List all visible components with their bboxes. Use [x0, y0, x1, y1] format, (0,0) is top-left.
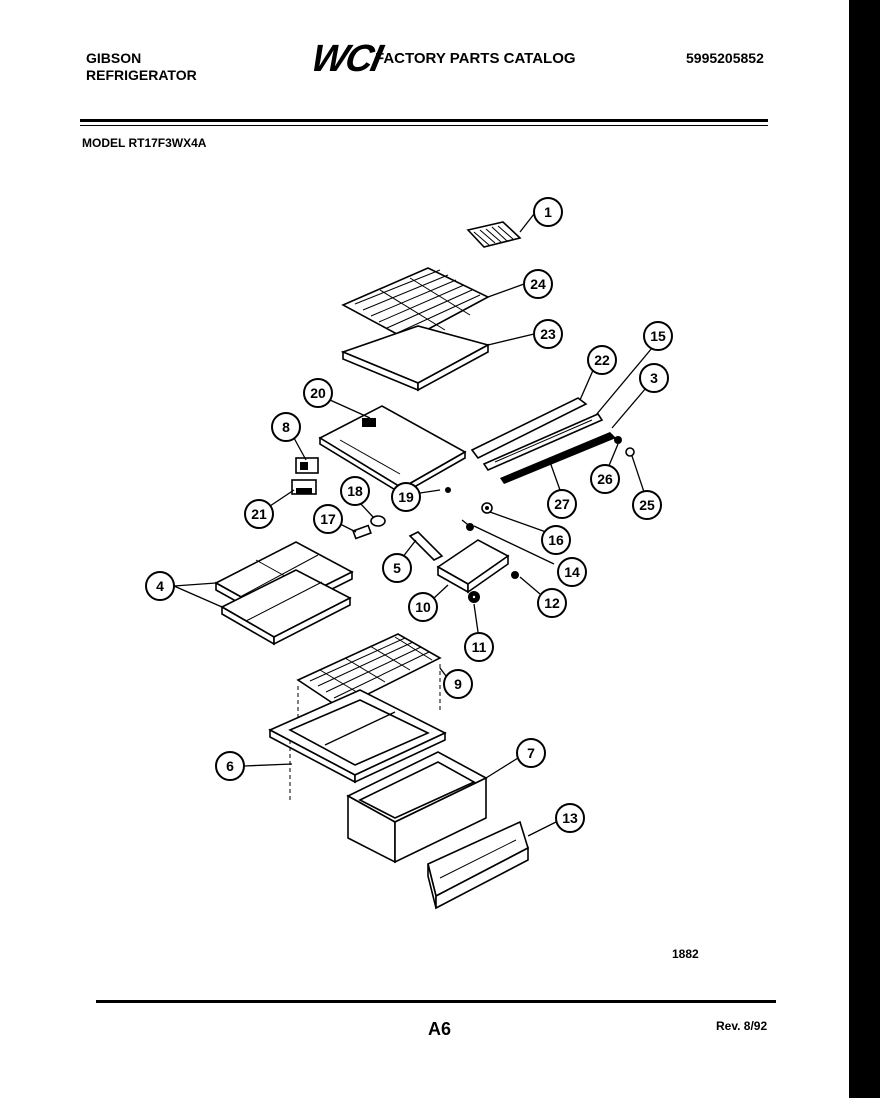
svg-text:3: 3 — [650, 370, 658, 386]
part-18-screw — [370, 515, 386, 527]
part-8-bracket — [295, 457, 319, 474]
part-6-frame — [268, 689, 447, 800]
part-13-front-panel — [427, 820, 529, 910]
callout-6: 6 — [215, 751, 245, 781]
svg-text:13: 13 — [562, 810, 578, 826]
callout-4: 4 — [145, 571, 175, 601]
callout-19: 19 — [391, 482, 421, 512]
callout-16: 16 — [541, 525, 571, 555]
callout-20: 20 — [303, 378, 333, 408]
callout-9: 9 — [443, 669, 473, 699]
callout-26: 26 — [590, 464, 620, 494]
svg-text:4: 4 — [156, 578, 164, 594]
product-type: REFRIGERATOR — [86, 67, 197, 83]
part-9-crisper-cover — [296, 633, 442, 735]
part-7-drawer — [346, 751, 488, 864]
callout-1: 1 — [533, 197, 563, 227]
svg-text:1: 1 — [544, 204, 552, 220]
svg-text:7: 7 — [527, 745, 535, 761]
header-rule-thick — [80, 119, 768, 122]
callout-24: 24 — [523, 269, 553, 299]
footer-rule — [96, 1000, 776, 1003]
part-12-screw — [511, 571, 519, 579]
leader-lines — [173, 213, 653, 837]
svg-text:12: 12 — [544, 595, 560, 611]
part-25-nut — [625, 447, 635, 457]
svg-text:10: 10 — [415, 599, 431, 615]
callout-7: 7 — [516, 738, 546, 768]
page-label: A6 — [428, 1019, 452, 1039]
brand-name: GIBSON — [86, 50, 142, 66]
svg-text:8: 8 — [282, 419, 290, 435]
part-5-damper — [408, 531, 444, 561]
part-21-clip — [291, 479, 317, 495]
catalog-title: FACTORY PARTS CATALOG — [375, 50, 576, 67]
part-1-grille — [466, 221, 522, 248]
part-17-pin — [352, 524, 372, 540]
part-22-rail — [470, 397, 588, 460]
callout-25: 25 — [632, 490, 662, 520]
part-20-housing — [318, 405, 467, 496]
svg-text:6: 6 — [226, 758, 234, 774]
header-rule-thin — [80, 125, 768, 126]
drawing-code: 1882 — [672, 947, 699, 961]
svg-text:9: 9 — [454, 676, 462, 692]
parts-catalog-sheet: GIBSON REFRIGERATOR WCI FACTORY PARTS CA… — [0, 0, 849, 1098]
callout-5: 5 — [382, 553, 412, 583]
callout-8: 8 — [271, 412, 301, 442]
part-24-cover — [341, 267, 490, 341]
svg-text:14: 14 — [564, 564, 580, 580]
svg-text:21: 21 — [251, 506, 267, 522]
callout-15: 15 — [643, 321, 673, 351]
svg-text:25: 25 — [639, 497, 655, 513]
part-26-washer — [614, 436, 622, 444]
svg-text:22: 22 — [594, 352, 610, 368]
exploded-parts-diagram: 1 24 23 22 15 3 20 8 26 25 27 21 19 18 1… — [145, 197, 673, 910]
part-27-channel — [500, 432, 616, 484]
callout-12: 12 — [537, 588, 567, 618]
svg-text:16: 16 — [548, 532, 564, 548]
model-number: MODEL RT17F3WX4A — [82, 136, 207, 150]
catalog-number: 5995205852 — [686, 50, 764, 66]
svg-text:24: 24 — [530, 276, 546, 292]
part-4-shelves — [214, 541, 354, 646]
callout-27: 27 — [547, 489, 577, 519]
callout-17: 17 — [313, 504, 343, 534]
part-15-heater — [482, 412, 604, 472]
svg-text:23: 23 — [540, 326, 556, 342]
svg-text:11: 11 — [472, 639, 487, 655]
svg-text:17: 17 — [320, 511, 336, 527]
svg-text:15: 15 — [650, 328, 666, 344]
part-16-knob — [481, 502, 493, 514]
callout-22: 22 — [587, 345, 617, 375]
svg-text:18: 18 — [347, 483, 363, 499]
callout-21: 21 — [244, 499, 274, 529]
callout-14: 14 — [557, 557, 587, 587]
svg-text:20: 20 — [310, 385, 326, 401]
part-11-gear — [468, 591, 480, 603]
part-10-control-box — [436, 519, 510, 594]
callout-18: 18 — [340, 476, 370, 506]
part-23-plate — [340, 325, 491, 392]
callout-3: 3 — [639, 363, 669, 393]
svg-text:19: 19 — [398, 489, 414, 505]
svg-text:26: 26 — [597, 471, 613, 487]
revision-label: Rev. 8/92 — [716, 1019, 768, 1033]
callout-11: 11 — [464, 632, 494, 662]
callout-10: 10 — [408, 592, 438, 622]
svg-text:5: 5 — [393, 560, 401, 576]
svg-text:27: 27 — [554, 496, 570, 512]
part-19-screw — [445, 487, 451, 493]
callout-23: 23 — [533, 319, 563, 349]
callout-13: 13 — [555, 803, 585, 833]
